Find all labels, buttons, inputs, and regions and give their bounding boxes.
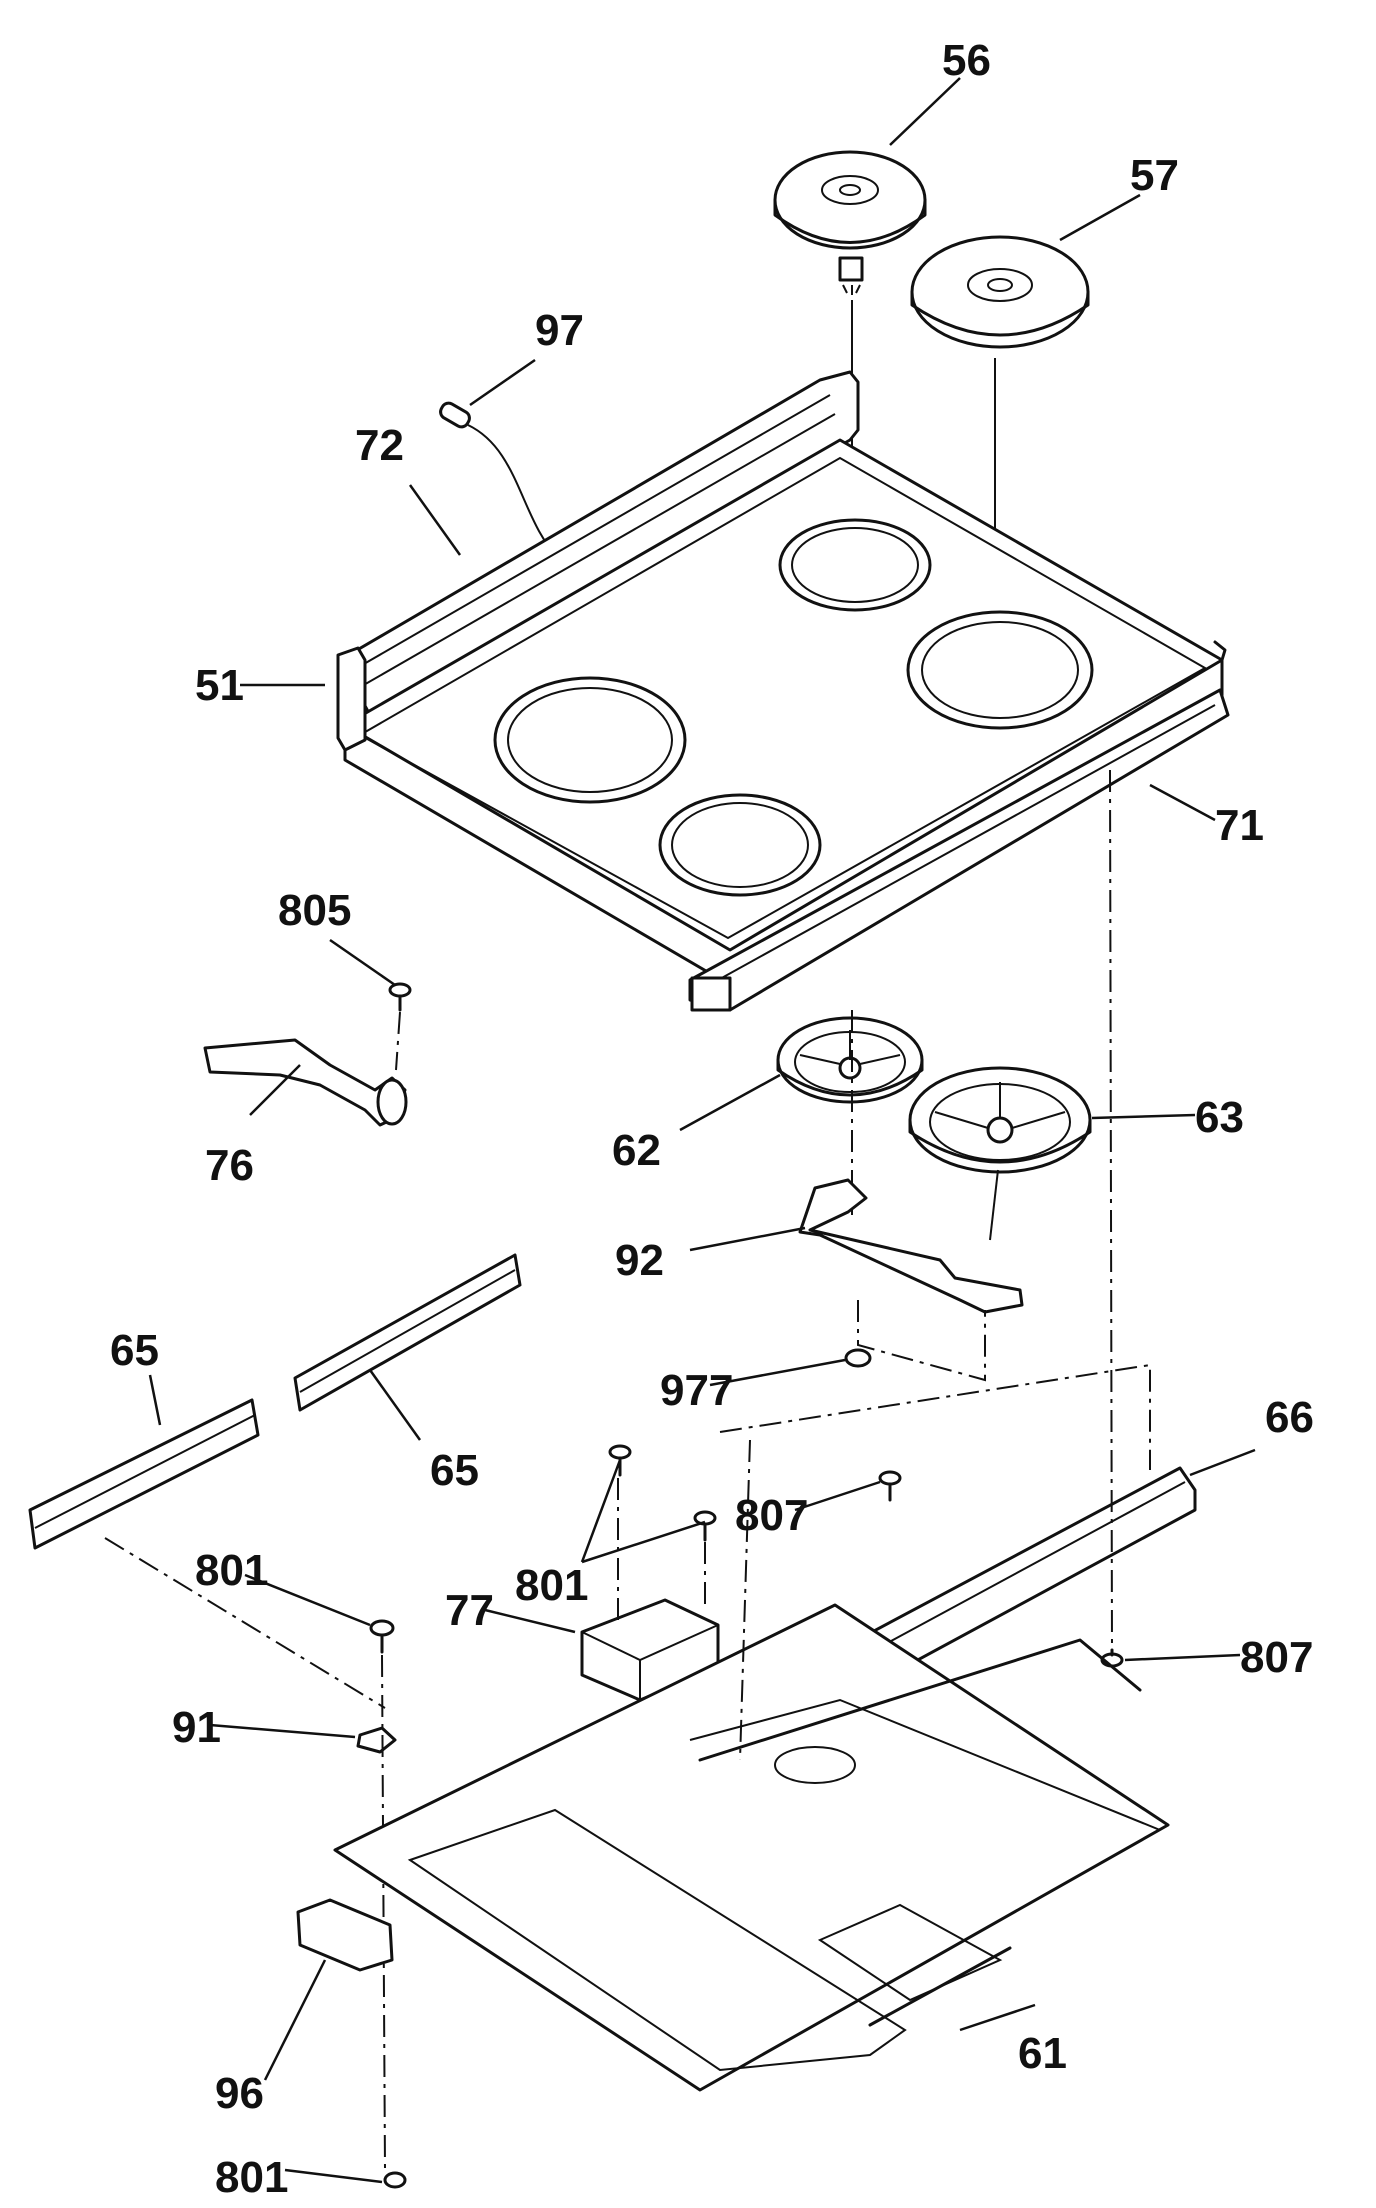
callout-801-left: 801 (195, 1546, 268, 1595)
grommet-977 (844, 1348, 872, 1368)
callout-77: 77 (445, 1586, 494, 1635)
callout-96: 96 (215, 2069, 264, 2118)
callout-92: 92 (615, 1236, 664, 1285)
callout-66: 66 (1265, 1393, 1314, 1442)
screw-801-bottom (383, 2171, 407, 2189)
drip-pan-62 (776, 1016, 924, 1104)
callout-61: 61 (1018, 2029, 1067, 2078)
callout-56: 56 (942, 36, 991, 85)
bracket-92 (798, 1178, 1024, 1314)
callout-62: 62 (612, 1126, 661, 1175)
callout-805: 805 (278, 886, 351, 935)
surface-element-57 (910, 235, 1090, 349)
screw-805 (388, 982, 412, 1071)
screw-807-right (1100, 1648, 1124, 1668)
callout-801-center: 801 (515, 1561, 588, 1610)
bracket-96 (296, 1898, 394, 1972)
side-bracket-65-left (28, 1398, 260, 1550)
drip-pan-63 (908, 1066, 1092, 1174)
screws-801-center (608, 1444, 717, 1542)
vent-duct-76 (203, 1038, 408, 1127)
cooktop-51 (336, 370, 1230, 1012)
callout-76: 76 (205, 1141, 254, 1190)
screw-801-left (369, 1619, 395, 1654)
callout-63: 63 (1195, 1093, 1244, 1142)
callout-807-top: 807 (735, 1491, 808, 1540)
screw-807-top (878, 1470, 902, 1502)
callout-807-right: 807 (1240, 1633, 1313, 1682)
callout-91: 91 (172, 1703, 221, 1752)
callout-977: 977 (660, 1366, 733, 1415)
callout-72: 72 (355, 421, 404, 470)
callout-97: 97 (535, 306, 584, 355)
side-bracket-65-right (293, 1253, 522, 1412)
callout-65-right: 65 (430, 1446, 479, 1495)
clip-91 (356, 1726, 397, 1754)
callout-801-bottom: 801 (215, 2153, 288, 2202)
surface-element-56 (773, 150, 927, 295)
callout-71: 71 (1215, 801, 1264, 850)
callout-57: 57 (1130, 151, 1179, 200)
callout-65-left: 65 (110, 1326, 159, 1375)
callout-51: 51 (195, 661, 244, 710)
base-pan-61 (333, 1603, 1170, 2092)
